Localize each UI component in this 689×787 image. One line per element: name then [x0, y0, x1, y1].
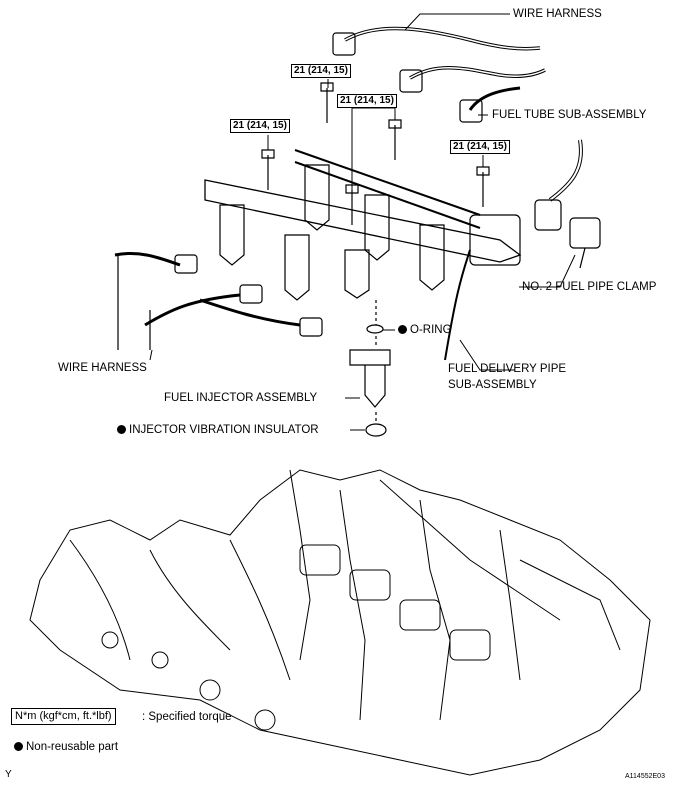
leader-lines	[149, 13, 576, 431]
legend-torque-unit: N*m (kgf*cm, ft.*lbf)	[11, 708, 116, 725]
legend-non-reusable-text: Non-reusable part	[26, 741, 119, 753]
figure-id: A114552E03	[625, 773, 665, 780]
fuel-delivery-pipe	[204, 149, 522, 361]
label-o-ring: O-RING	[398, 324, 452, 337]
engine-outline	[29, 469, 651, 776]
label-fuel-injector: FUEL INJECTOR ASSEMBLY	[164, 392, 318, 404]
label-fuel-delivery-pipe-line2: SUB-ASSEMBLY	[448, 379, 537, 391]
label-wire-harness-top: WIRE HARNESS	[513, 8, 602, 20]
injectors	[219, 164, 445, 301]
exploded-injector	[349, 300, 391, 437]
legend-non-reusable: Non-reusable part	[14, 741, 118, 754]
label-vibration-insulator-text: INJECTOR VIBRATION INSULATOR	[129, 424, 319, 436]
torque-box: 21 (214, 15)	[291, 64, 351, 78]
torque-box: 21 (214, 15)	[450, 140, 510, 154]
legend-torque-desc: : Specified torque	[142, 711, 232, 723]
non-reusable-dot-icon	[398, 325, 407, 334]
torque-box: 21 (214, 15)	[230, 119, 290, 133]
torque-box: 21 (214, 15)	[337, 94, 397, 108]
label-pipe-clamp: NO. 2 FUEL PIPE CLAMP	[522, 281, 657, 293]
wire-harness-top	[332, 26, 546, 123]
label-fuel-delivery-pipe-line1: FUEL DELIVERY PIPE	[448, 363, 567, 375]
label-vibration-insulator: INJECTOR VIBRATION INSULATOR	[117, 424, 319, 437]
wire-harness-left	[114, 251, 323, 350]
label-wire-harness-left: WIRE HARNESS	[58, 362, 147, 374]
non-reusable-dot-icon	[117, 425, 126, 434]
label-o-ring-text: O-RING	[410, 324, 452, 336]
non-reusable-dot-icon	[14, 742, 23, 751]
corner-mark-left: Y	[5, 769, 12, 780]
label-fuel-tube: FUEL TUBE SUB-ASSEMBLY	[492, 109, 647, 121]
bolts	[261, 82, 490, 225]
fuel-tube-and-clamp	[534, 139, 601, 269]
